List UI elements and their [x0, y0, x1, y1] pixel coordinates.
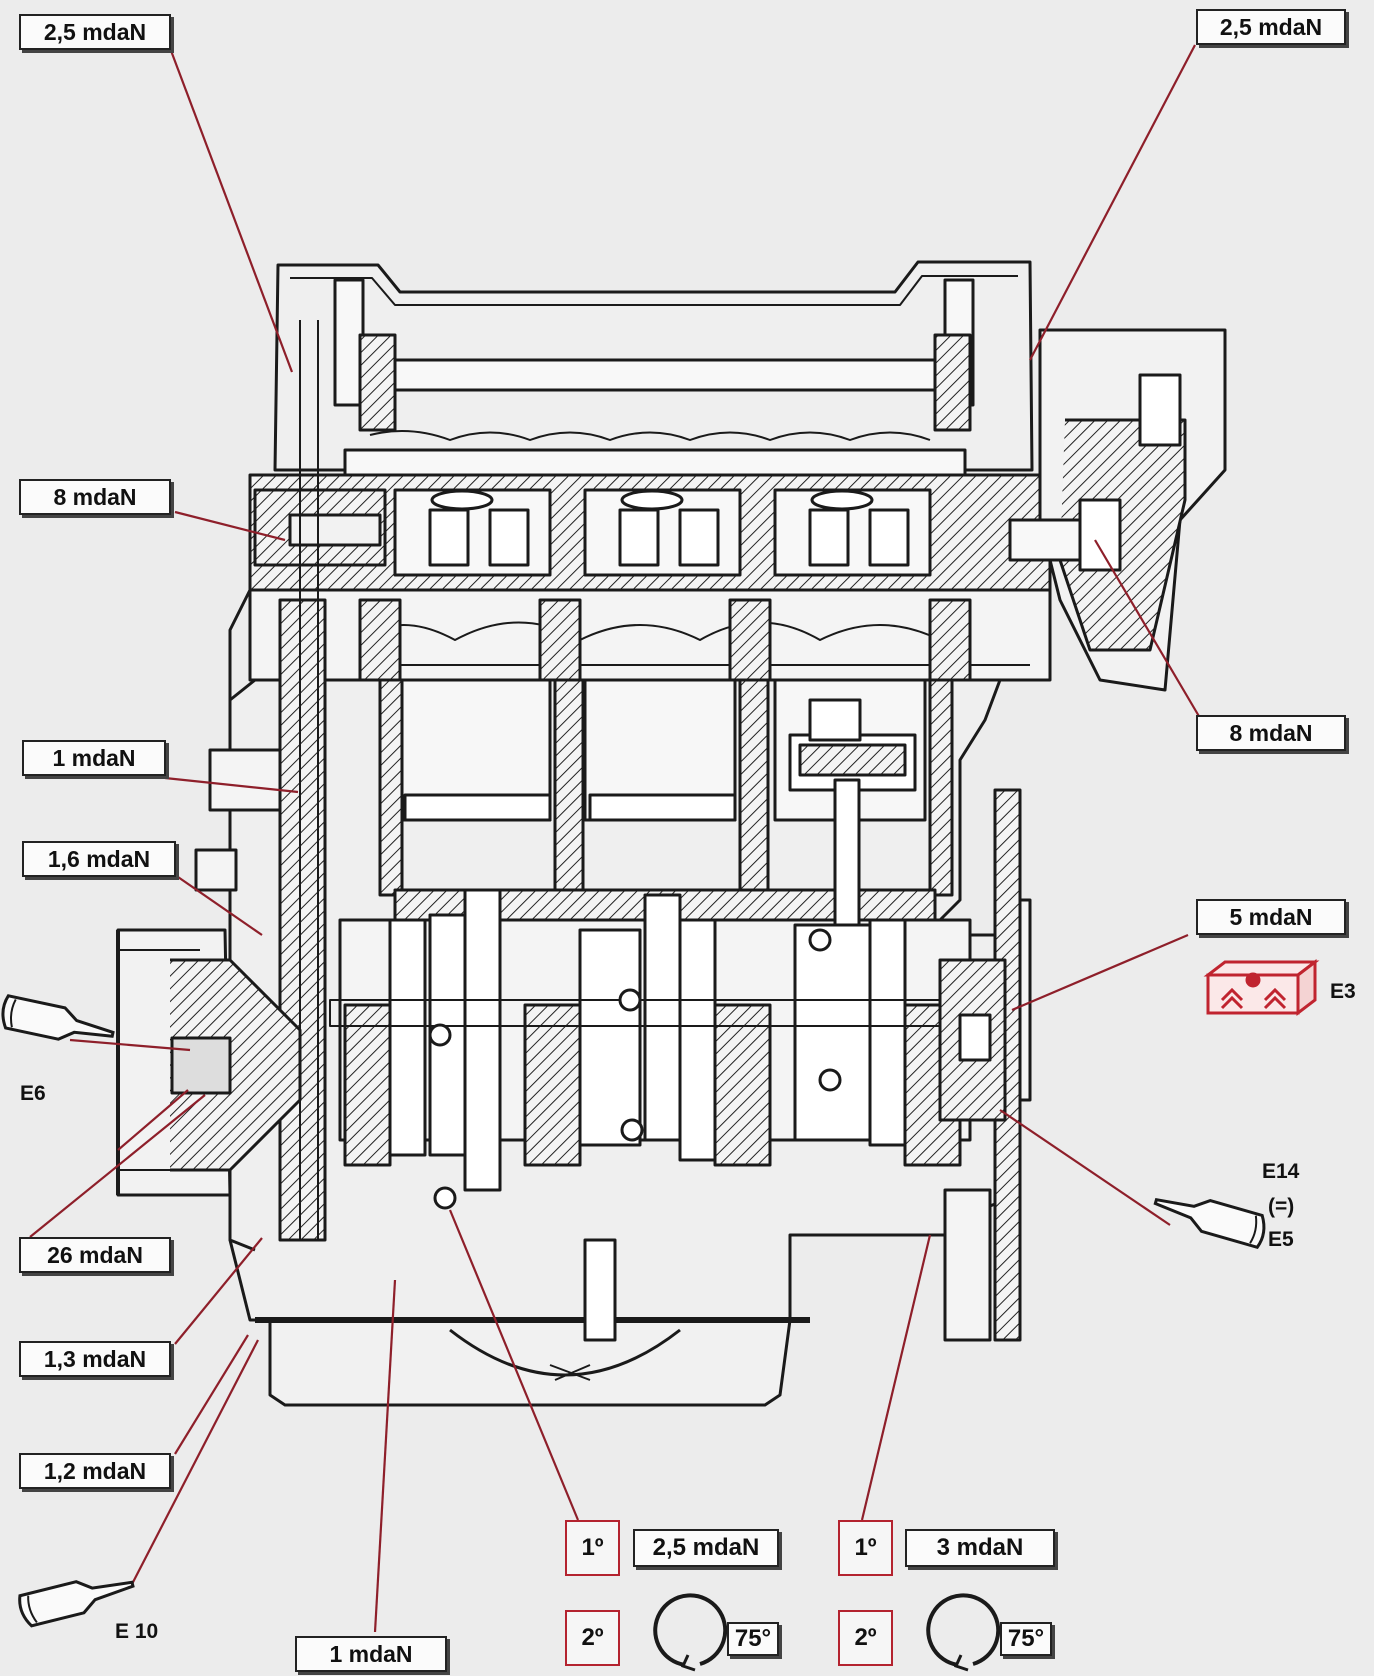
tube-icon — [18, 1580, 135, 1628]
product-code-e6: E6 — [20, 1082, 46, 1105]
main-bearing-step2-angle: 75° — [1000, 1622, 1052, 1656]
product-code-e10: E 10 — [115, 1620, 159, 1643]
torque-label-right-8: 8 mdaN — [1196, 715, 1346, 751]
tube-icon — [1, 994, 115, 1041]
tube-icon — [1153, 1197, 1266, 1250]
product-code-e3: E3 — [1330, 980, 1356, 1003]
torque-label-left-1: 1 mdaN — [22, 740, 166, 776]
conrod-step2-angle: 75° — [727, 1622, 779, 1656]
product-code-e14: E14 — [1262, 1160, 1300, 1183]
torque-label-left-1-6: 1,6 mdaN — [22, 841, 176, 877]
lock-seal-icon — [1203, 958, 1320, 1017]
torque-label-top-right: 2,5 mdaN — [1196, 9, 1346, 45]
torque-label-left-1-2: 1,2 mdaN — [19, 1453, 171, 1489]
product-code-e5: E5 — [1268, 1228, 1294, 1251]
torque-label-bottom-1: 1 mdaN — [295, 1636, 447, 1672]
torque-label-left-8: 8 mdaN — [19, 479, 171, 515]
torque-label-right-5: 5 mdaN — [1196, 899, 1346, 935]
torque-label-top-left: 2,5 mdaN — [19, 14, 171, 50]
engine-block — [116, 260, 1227, 1407]
torque-label-left-26: 26 mdaN — [19, 1237, 171, 1273]
rotation-arrow-icon — [926, 1593, 1001, 1672]
conrod-step1-value: 2,5 mdaN — [633, 1529, 779, 1567]
leader-lines — [29, 44, 1201, 1633]
conrod-step1-badge: 1º — [565, 1520, 620, 1576]
main-bearing-step2-badge: 2º — [838, 1610, 893, 1666]
main-bearing-step1-badge: 1º — [838, 1520, 893, 1576]
rotation-arrow-icon — [653, 1593, 728, 1672]
torque-label-left-1-3: 1,3 mdaN — [19, 1341, 171, 1377]
product-code-equals: (=) — [1268, 1195, 1295, 1218]
conrod-step2-badge: 2º — [565, 1610, 620, 1666]
main-bearing-step1-value: 3 mdaN — [905, 1529, 1055, 1567]
